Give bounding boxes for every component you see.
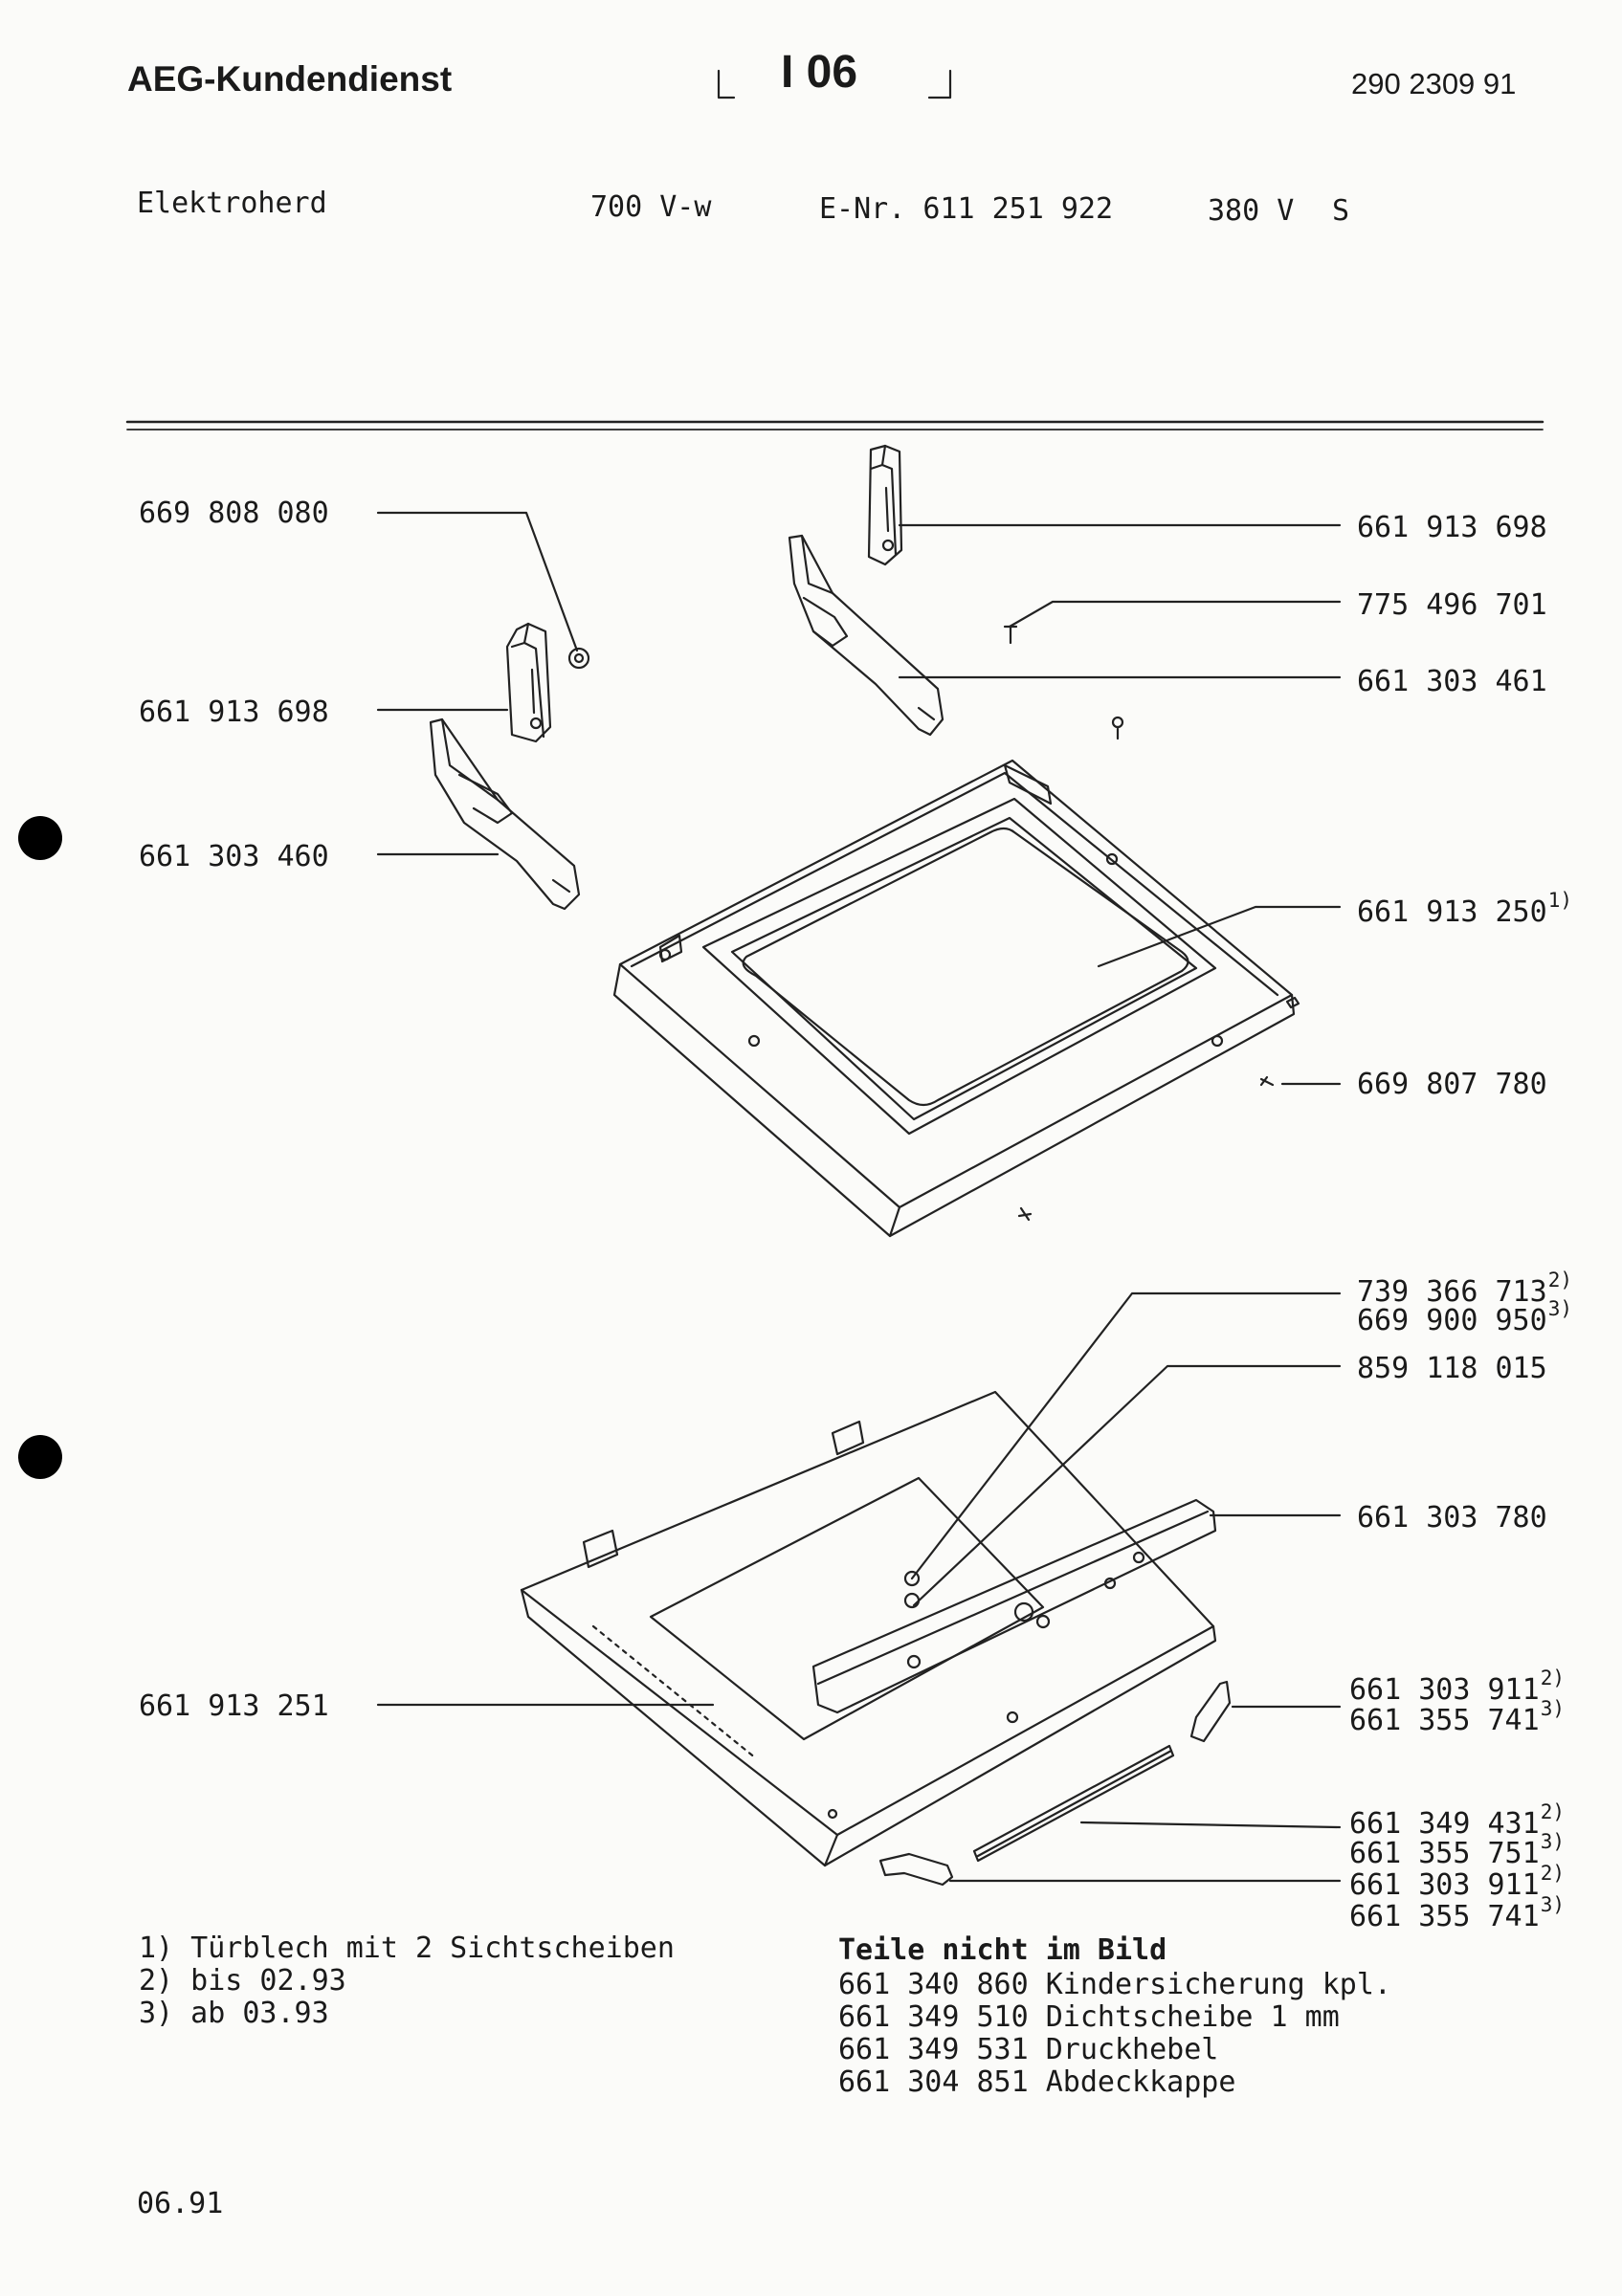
leader-739366713 <box>910 1292 1342 1580</box>
part-number-label: 669 808 080 <box>139 497 329 530</box>
part-number-label: 661 303 9112) <box>1349 1862 1565 1902</box>
not-shown-item: 661 349 531 Druckhebel <box>838 2033 1219 2066</box>
door-window <box>742 827 1189 1107</box>
door-outer-panel <box>520 1390 1215 1837</box>
product-name: Elektroherd <box>137 187 327 220</box>
door-glass-frame <box>701 797 1217 1136</box>
not-shown-item: 661 340 860 Kindersicherung kpl. <box>838 1968 1391 2001</box>
screw-part <box>1017 1206 1033 1222</box>
document-number: 290 2309 91 <box>1351 67 1517 100</box>
not-shown-title: Teile nicht im Bild <box>838 1933 1167 1967</box>
part-number-label: 739 366 7132) <box>1357 1269 1572 1309</box>
leader-661349431 <box>1079 1821 1342 1829</box>
part-number-label: 661 349 4312) <box>1349 1800 1565 1841</box>
handle-end-cap <box>1189 1680 1232 1743</box>
part-number-label: 661 913 251 <box>139 1689 329 1723</box>
voltage: 380 V <box>1208 194 1295 228</box>
part-number-label: 661 355 7513) <box>1349 1830 1565 1870</box>
footnote: 2) bis 02.93 <box>139 1964 346 1998</box>
part-number-label: 661 355 7413) <box>1349 1893 1565 1933</box>
part-number-label: 775 496 701 <box>1357 588 1547 622</box>
footnote: 1) Türblech mit 2 Sichtscheiben <box>139 1932 675 1965</box>
punch-hole <box>18 1435 62 1479</box>
part-number-label: 661 355 7413) <box>1349 1697 1565 1737</box>
punch-hole <box>18 816 62 860</box>
screw-part <box>1003 625 1018 645</box>
not-shown-item: 661 304 851 Abdeckkappe <box>838 2065 1236 2099</box>
document-date: 06.91 <box>137 2187 224 2220</box>
part-number-label: 661 303 780 <box>1357 1501 1547 1534</box>
handle-end-cap <box>878 1852 954 1887</box>
hinge-arm-left <box>429 718 581 911</box>
footnote: 3) ab 03.93 <box>139 1997 329 2030</box>
fastener-part <box>903 1592 921 1609</box>
part-number-label: 661 303 461 <box>1357 665 1547 698</box>
model-name: 700 V-w <box>590 190 712 224</box>
variant: S <box>1332 194 1350 228</box>
fastener-part <box>903 1570 921 1587</box>
bracket-mark <box>717 69 736 99</box>
part-number-label: 669 807 780 <box>1357 1068 1547 1101</box>
part-number-label: 661 913 698 <box>139 695 329 729</box>
leader-669808080 <box>376 511 579 652</box>
screw-part <box>1111 716 1124 740</box>
e-number: E-Nr. 611 251 922 <box>819 192 1114 226</box>
part-number-label: 859 118 015 <box>1357 1352 1547 1385</box>
section-code: I 06 <box>781 47 858 98</box>
leader-775496701 <box>1008 600 1342 629</box>
washer-part <box>567 647 590 670</box>
handle-bar <box>972 1744 1175 1863</box>
part-number-label: 661 913 2501) <box>1357 889 1572 929</box>
part-number-label: 661 303 460 <box>139 840 329 873</box>
bracket-mark <box>927 69 952 99</box>
brand-title: AEG-Kundendienst <box>127 59 453 99</box>
hinge-block-right <box>867 444 903 566</box>
door-rail <box>811 1498 1217 1714</box>
part-number-label: 661 913 698 <box>1357 511 1547 544</box>
hinge-arm-right <box>788 534 944 737</box>
leader-661913250 <box>1097 905 1342 968</box>
not-shown-item: 661 349 510 Dichtscheibe 1 mm <box>838 2000 1340 2034</box>
door-outer-window <box>649 1476 1045 1741</box>
hinge-block-left <box>505 622 552 743</box>
part-number-label: 669 900 9503) <box>1357 1297 1572 1337</box>
part-number-label: 661 303 9112) <box>1349 1667 1565 1707</box>
leader-859118015 <box>912 1364 1342 1607</box>
